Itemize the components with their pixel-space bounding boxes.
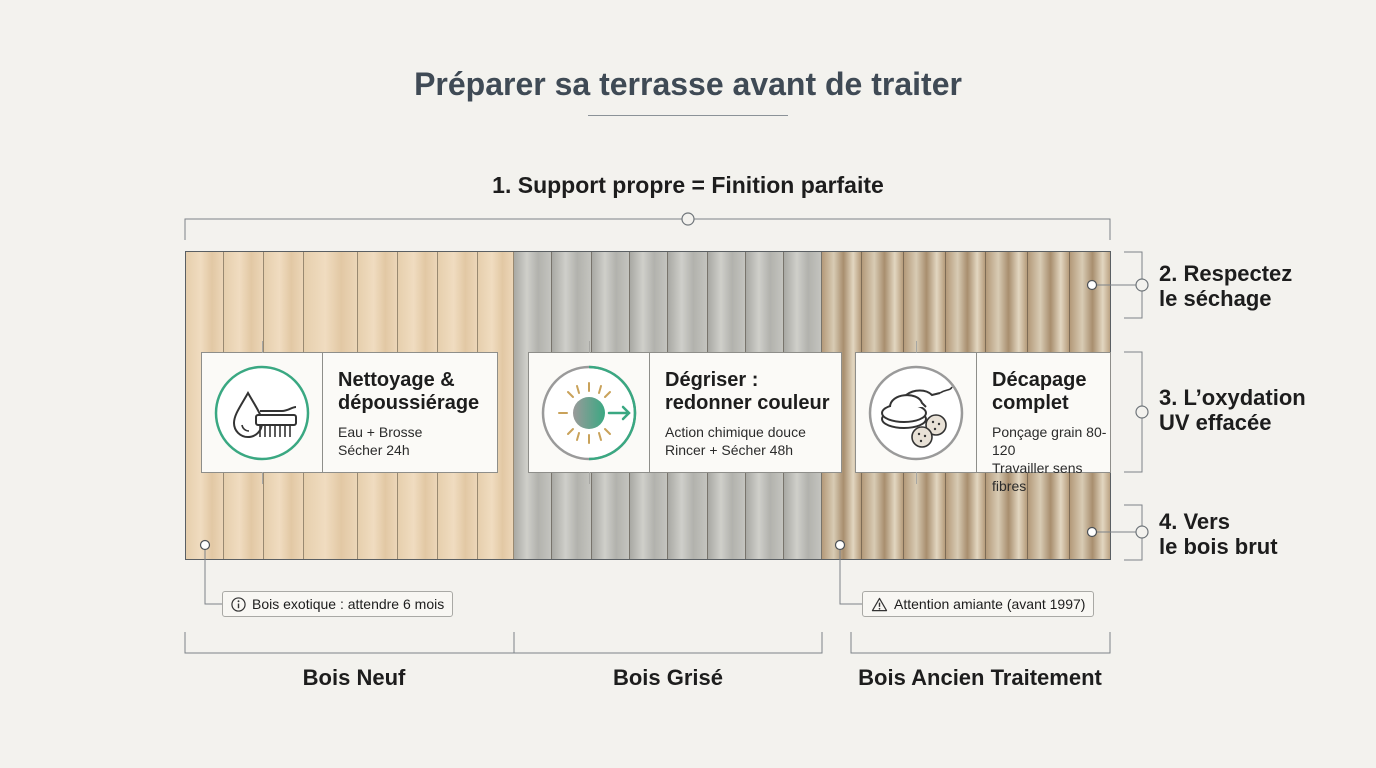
main-message: 1. Support propre = Finition parfaite <box>492 172 884 198</box>
step-card-decapage: Décapage complet Ponçage grain 80-120 Tr… <box>855 341 1111 494</box>
top-bracket <box>184 218 1111 240</box>
leader-note-2 <box>839 545 862 605</box>
orbital-sander-icon <box>868 365 964 461</box>
note-text: Attention amiante (avant 1997) <box>894 596 1086 612</box>
step-description: Ponçage grain 80-120 Travailler sens fib… <box>992 424 1107 494</box>
step-card-degriser: Dégriser : redonner couleur Action chimi… <box>528 341 842 484</box>
tip-2-node <box>1135 278 1149 292</box>
step-title: Décapage complet <box>992 369 1087 414</box>
tip-4-node <box>1135 525 1149 539</box>
side-tip-bois-brut: 4. Vers le bois brut <box>1159 509 1278 559</box>
step-description: Action chimique douce Rincer + Sécher 48… <box>665 424 806 458</box>
bracket-bois-ancien <box>850 632 1111 654</box>
page-title: Préparer sa terrasse avant de traiter <box>414 66 962 102</box>
bracket-bois-neuf <box>184 632 515 654</box>
step-title: Dégriser : redonner couleur <box>665 369 830 414</box>
category-bois-ancien: Bois Ancien Traitement <box>858 665 1102 690</box>
sun-restore-icon <box>541 365 637 461</box>
step-description: Eau + Brosse Sécher 24h <box>338 424 423 458</box>
top-bracket-node <box>681 212 695 226</box>
category-bois-neuf: Bois Neuf <box>302 665 406 690</box>
category-bois-grise: Bois Grisé <box>612 665 724 690</box>
water-drop-brush-icon <box>214 365 310 461</box>
step-title: Nettoyage & dépoussiérage <box>338 369 480 414</box>
bracket-bois-grise <box>514 632 823 654</box>
title-divider <box>588 115 788 116</box>
note-text: Bois exotique : attendre 6 mois <box>252 596 445 612</box>
side-tip-sechage: 2. Respectez le séchage <box>1159 261 1293 311</box>
warning-icon <box>871 592 888 616</box>
step-card-nettoyage: Nettoyage & dépoussiérage Eau + Brosse S… <box>201 341 498 484</box>
leader-note-1 <box>204 545 222 605</box>
tip-3-node <box>1135 405 1149 419</box>
panel-bois-ancien <box>822 252 1110 559</box>
info-icon <box>231 592 246 616</box>
note-bois-exotique: Bois exotique : attendre 6 mois <box>222 591 454 617</box>
note-amiante: Attention amiante (avant 1997) <box>862 591 1095 617</box>
side-tip-oxydation: 3. L’oxydation UV effacée <box>1159 385 1306 435</box>
